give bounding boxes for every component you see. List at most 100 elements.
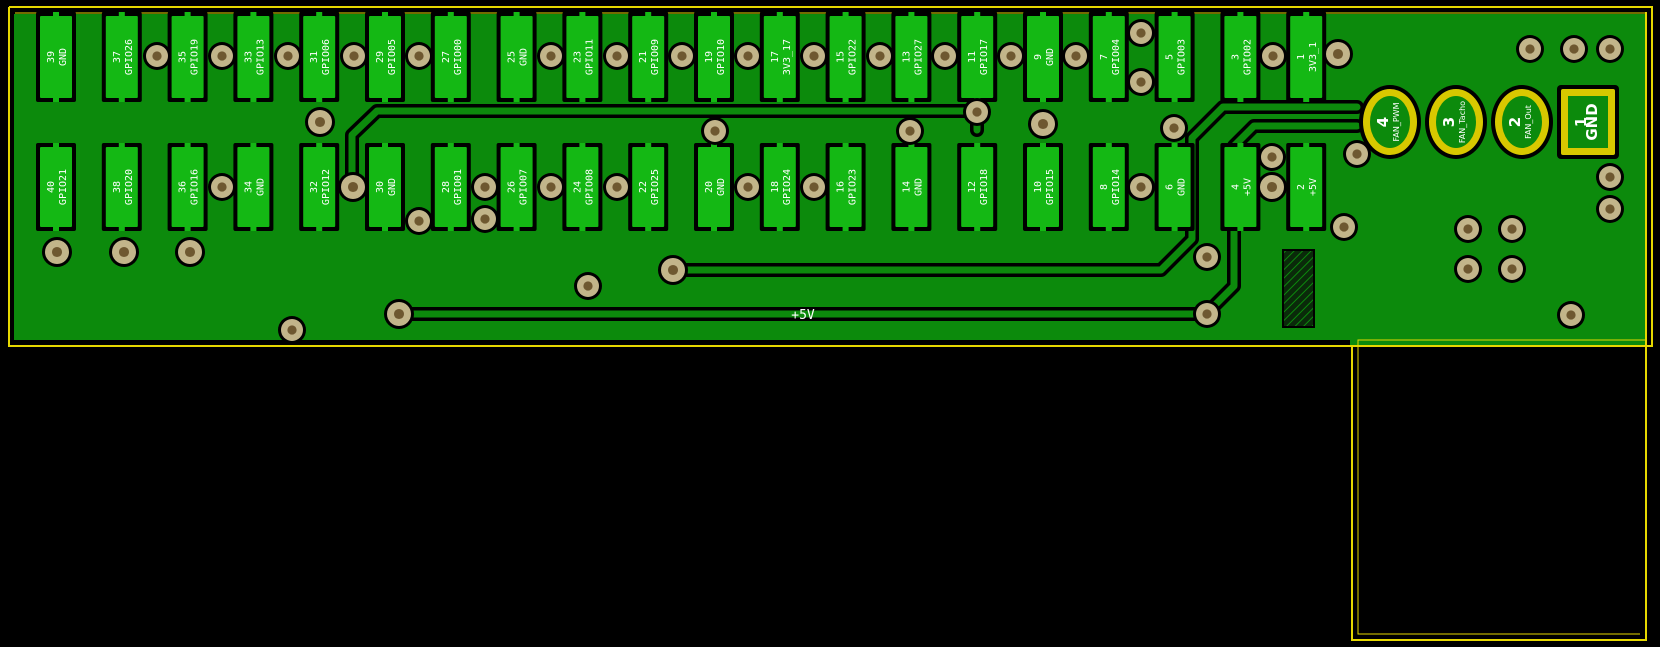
pad-label-23: 23GPIO11 xyxy=(572,39,595,75)
via xyxy=(1560,35,1588,63)
header-pad-18: 18GPIO24 xyxy=(759,143,800,231)
header-pad-28: 28GPIO01 xyxy=(430,143,471,231)
via xyxy=(963,98,991,126)
via xyxy=(143,42,171,70)
header-pad-12: 12GPIO18 xyxy=(957,143,998,231)
via xyxy=(1127,19,1155,47)
header-pad-10: 10GPIO15 xyxy=(1023,143,1063,231)
header-pad-25: 25GND xyxy=(496,12,537,102)
pad-label-4: 4+5V xyxy=(1230,178,1253,196)
header-pad-9: 9GND xyxy=(1023,12,1063,102)
header-pad-26: 26GPIO07 xyxy=(496,143,537,231)
via xyxy=(42,237,72,267)
header-pad-38: 38GPIO20 xyxy=(101,143,142,231)
pad-label-39: 39GND xyxy=(46,48,69,66)
pad-label-22: 22GPIO25 xyxy=(638,169,661,205)
via xyxy=(997,42,1025,70)
pad-label-33: 33GPIO13 xyxy=(243,39,266,75)
pad-label-12: 12GPIO18 xyxy=(967,169,990,205)
via xyxy=(1062,42,1090,70)
pad-label-1: 13V3_1 xyxy=(1296,42,1319,72)
pad-label-35: 35GPIO19 xyxy=(178,39,201,75)
pad-label-3: 3GPIO02 xyxy=(1230,39,1253,75)
via xyxy=(1330,213,1358,241)
via xyxy=(1259,42,1287,70)
header-pad-14: 14GND xyxy=(891,143,932,231)
fan-pin-label-3: 3FAN_Tacho xyxy=(1440,101,1467,143)
board-outline xyxy=(8,6,1653,641)
header-pad-29: 29GPIO05 xyxy=(365,12,405,102)
via xyxy=(800,173,828,201)
header-pad-22: 22GPIO25 xyxy=(628,143,669,231)
via xyxy=(305,107,335,137)
via xyxy=(658,255,688,285)
pad-label-17: 173V3_17 xyxy=(770,39,793,75)
header-pad-32: 32GPIO12 xyxy=(299,143,340,231)
pad-label-25: 25GND xyxy=(507,48,530,66)
via xyxy=(537,42,565,70)
pad-label-14: 14GND xyxy=(901,178,924,196)
header-pad-16: 16GPIO23 xyxy=(825,143,866,231)
via xyxy=(734,42,762,70)
header-pad-23: 23GPIO11 xyxy=(562,12,603,102)
via xyxy=(208,42,236,70)
via xyxy=(274,42,302,70)
pad-label-19: 19GPIO10 xyxy=(704,39,727,75)
pad-label-6: 6GND xyxy=(1165,178,1188,196)
header-pad-3: 3GPIO02 xyxy=(1220,12,1261,102)
pad-label-5: 5GPIO03 xyxy=(1165,39,1188,75)
via xyxy=(931,42,959,70)
via xyxy=(1596,35,1624,63)
via xyxy=(338,172,368,202)
via xyxy=(800,42,828,70)
fan-pin-4: 4FAN_PWM xyxy=(1359,85,1421,159)
vias xyxy=(42,19,1624,344)
pad-label-9: 9GND xyxy=(1033,48,1056,66)
pad-label-10: 10GPIO15 xyxy=(1033,169,1056,205)
via xyxy=(734,173,762,201)
via xyxy=(1498,215,1526,243)
header-pad-35: 35GPIO19 xyxy=(167,12,208,102)
pad-label-31: 31GPIO06 xyxy=(309,39,332,75)
header-pad-4: 4+5V xyxy=(1220,143,1261,231)
via xyxy=(701,117,729,145)
fan-pin-label-1: 1GND xyxy=(1572,103,1601,140)
via xyxy=(1498,255,1526,283)
header-pad-2: 2+5V xyxy=(1286,143,1327,231)
header-pad-17: 173V3_17 xyxy=(759,12,800,102)
pad-label-8: 8GPIO14 xyxy=(1099,169,1122,205)
pad-label-30: 30GND xyxy=(375,178,398,196)
via xyxy=(1596,163,1624,191)
via xyxy=(1160,114,1188,142)
fan-pin-1: 1GND xyxy=(1557,85,1619,159)
via xyxy=(1557,301,1585,329)
pad-label-27: 27GPIO00 xyxy=(441,39,464,75)
hatched-keepout-area xyxy=(1282,249,1315,328)
header-pad-1: 13V3_1 xyxy=(1286,12,1327,102)
fan-pin-label-2: 2FAN_Out xyxy=(1506,105,1533,139)
header-pad-5: 5GPIO03 xyxy=(1154,12,1195,102)
via xyxy=(574,272,602,300)
fan-pin-label-4: 4FAN_PWM xyxy=(1374,102,1401,141)
header-pad-33: 33GPIO13 xyxy=(233,12,274,102)
fan-connector: 4FAN_PWM 3FAN_Tacho 2FAN_Out 1GND xyxy=(1359,85,1619,159)
header-pad-19: 19GPIO10 xyxy=(694,12,734,102)
via xyxy=(405,207,433,235)
via xyxy=(1193,300,1221,328)
via xyxy=(1257,172,1287,202)
via xyxy=(208,173,236,201)
via xyxy=(1127,68,1155,96)
header-pad-39: 39GND xyxy=(36,12,76,102)
via xyxy=(896,117,924,145)
via xyxy=(866,42,894,70)
via xyxy=(603,42,631,70)
header-pad-40: 40GPIO21 xyxy=(36,143,76,231)
pad-label-28: 28GPIO01 xyxy=(441,169,464,205)
pad-label-15: 15GPIO22 xyxy=(836,39,859,75)
via xyxy=(340,42,368,70)
via xyxy=(109,237,139,267)
via xyxy=(1454,255,1482,283)
via xyxy=(1258,143,1286,171)
